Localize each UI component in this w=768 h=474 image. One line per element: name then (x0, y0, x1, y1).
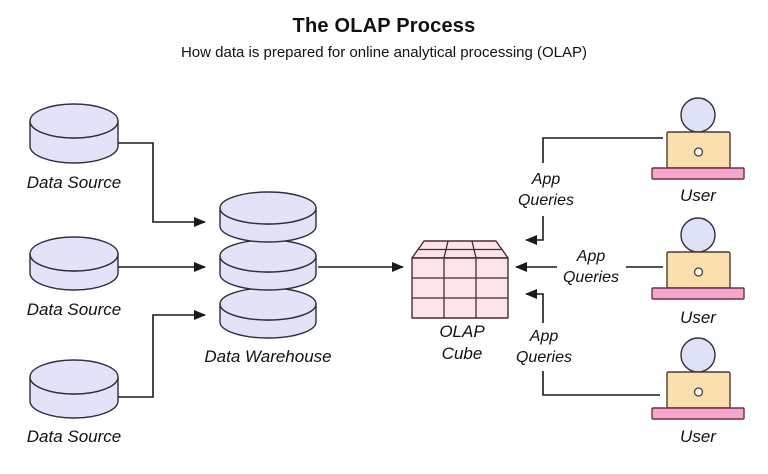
user3-head (680, 337, 716, 373)
data-source-cylinder-3 (29, 359, 119, 419)
user-label-1: User (680, 186, 716, 205)
user-icon-2 (651, 217, 745, 300)
page-subtitle: How data is prepared for online analytic… (180, 44, 588, 61)
user1-head (680, 97, 716, 133)
olap-cube-label-line2: Cube (441, 344, 483, 363)
user-label-3: User (680, 427, 716, 446)
cube-grid-lines (412, 240, 508, 318)
query-line-user1 (542, 137, 663, 163)
app-queries-label-2: App Queries (563, 246, 619, 288)
data-source-label-3: Data Source (26, 427, 122, 446)
user2-head (680, 217, 716, 253)
query-line-user3 (542, 371, 660, 396)
user3-base (651, 407, 745, 420)
arrow-query3-cube (525, 289, 544, 323)
app-queries-label-3: App Queries (516, 326, 572, 368)
data-source-cylinder-1 (29, 103, 119, 164)
arrow-datasource3-warehouse (118, 310, 206, 398)
data-warehouse-stack (219, 191, 317, 339)
app-queries-3-line1: App (529, 328, 559, 345)
arrow-datasource1-warehouse (118, 142, 206, 227)
data-source-label-1: Data Source (26, 173, 122, 192)
data-warehouse-label: Data Warehouse (204, 347, 332, 366)
app-queries-2-line2: Queries (562, 269, 620, 286)
user-icon-3 (651, 337, 745, 420)
user1-camera-dot (693, 147, 704, 157)
app-queries-1-line1: App (531, 171, 561, 188)
user-icon-1 (651, 97, 745, 180)
arrow-query1-cube (525, 216, 544, 245)
app-queries-3-line2: Queries (515, 349, 573, 366)
data-source-label-2: Data Source (26, 300, 122, 319)
olap-cube-label: OLAP Cube (439, 321, 484, 365)
olap-cube-label-line1: OLAP (439, 322, 485, 341)
user-label-2: User (680, 308, 716, 327)
app-queries-label-1: App Queries (518, 169, 574, 211)
olap-cube-shape (411, 240, 509, 319)
user1-base (651, 167, 745, 180)
user2-camera-dot (693, 267, 704, 277)
data-source-cylinder-2 (29, 236, 119, 291)
app-queries-2-line1: App (576, 248, 606, 265)
user3-camera-dot (693, 387, 704, 397)
app-queries-1-line2: Queries (517, 192, 575, 209)
user2-base (651, 287, 745, 300)
page-title: The OLAP Process (292, 15, 476, 37)
